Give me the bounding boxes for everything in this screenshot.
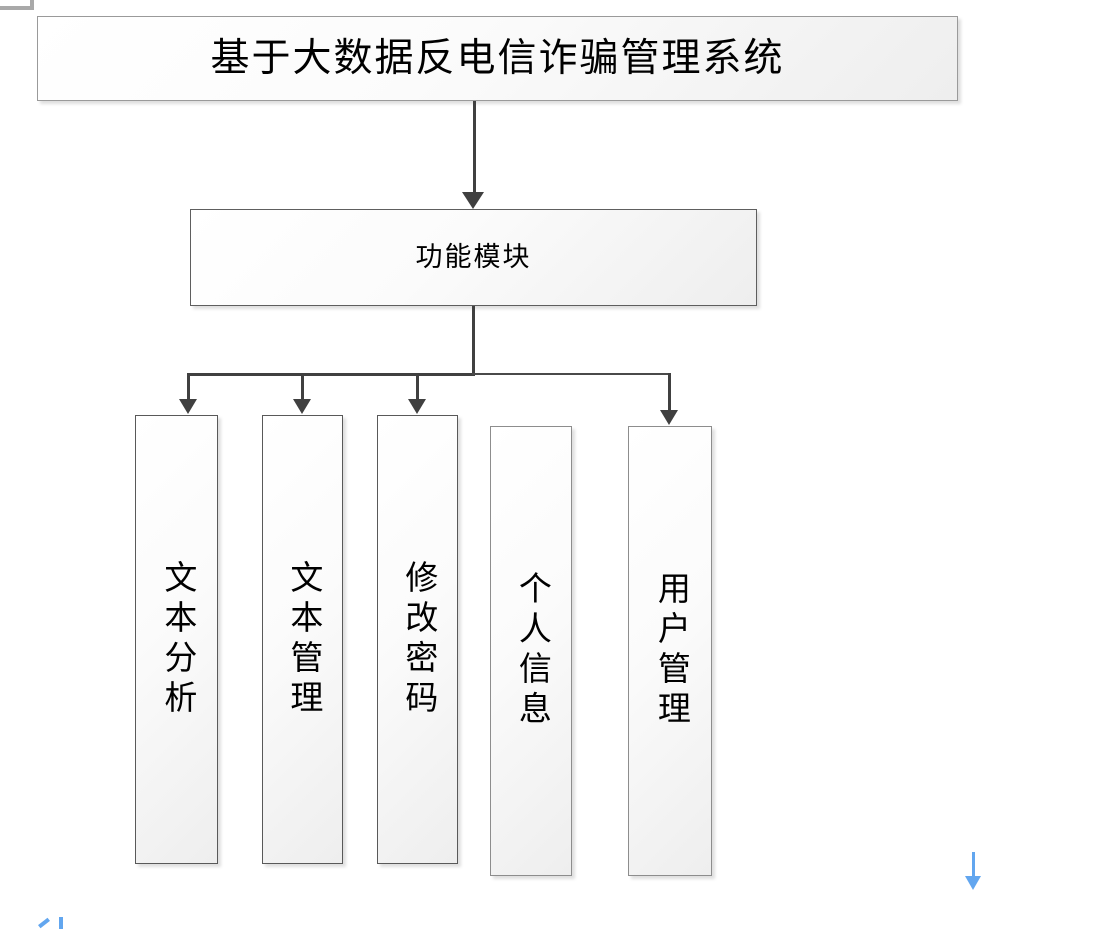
diagram-node-title-label: 基于大数据反电信诈骗管理系统 <box>210 37 785 80</box>
connector-title-to-module-arrowhead <box>462 192 484 209</box>
diagram-node-user-management[interactable]: 用户管理 <box>628 426 712 876</box>
diagram-node-change-password[interactable]: 修改密码 <box>377 415 458 864</box>
connector-branch-arrowhead-3 <box>408 399 426 414</box>
selection-marks-icon <box>38 915 84 932</box>
connector-branch-drop-2 <box>301 373 304 401</box>
scroll-arrow-shaft <box>972 852 975 880</box>
connector-branch-arrowhead-5 <box>660 410 678 425</box>
diagram-node-text-management-label: 文本管理 <box>284 559 321 720</box>
scroll-down-arrow-icon[interactable] <box>962 852 986 892</box>
diagram-node-module-label: 功能模块 <box>415 242 532 272</box>
diagram-node-text-management[interactable]: 文本管理 <box>262 415 343 864</box>
selection-mark-slash <box>38 917 50 929</box>
connector-branch-drop-1 <box>187 373 190 401</box>
connector-bus-right-segment <box>472 373 671 375</box>
diagram-node-user-management-label: 用户管理 <box>652 571 689 731</box>
diagram-node-title[interactable]: 基于大数据反电信诈骗管理系统 <box>37 16 958 101</box>
connector-title-to-module-shaft <box>473 101 476 194</box>
selection-mark-bar <box>59 917 63 929</box>
connector-branch-arrowhead-2 <box>293 399 311 414</box>
diagram-node-personal-info[interactable]: 个人信息 <box>490 426 572 876</box>
diagram-node-text-analysis[interactable]: 文本分析 <box>135 415 218 864</box>
scroll-arrow-head <box>965 876 981 890</box>
connector-module-to-bus-shaft <box>472 306 475 376</box>
connector-branch-arrowhead-1 <box>179 399 197 414</box>
diagram-node-change-password-label: 修改密码 <box>399 559 436 720</box>
connector-branch-drop-3 <box>416 373 419 401</box>
margin-marker-horizontal-bar <box>0 6 34 10</box>
page-margin-corner-marker <box>0 0 34 12</box>
diagram-node-personal-info-label: 个人信息 <box>513 571 550 731</box>
diagram-node-module[interactable]: 功能模块 <box>190 209 757 306</box>
connector-bus-left-segment <box>188 373 473 376</box>
margin-marker-vertical-bar <box>30 0 34 8</box>
connector-branch-drop-5 <box>668 373 671 412</box>
diagram-node-text-analysis-label: 文本分析 <box>158 559 195 720</box>
